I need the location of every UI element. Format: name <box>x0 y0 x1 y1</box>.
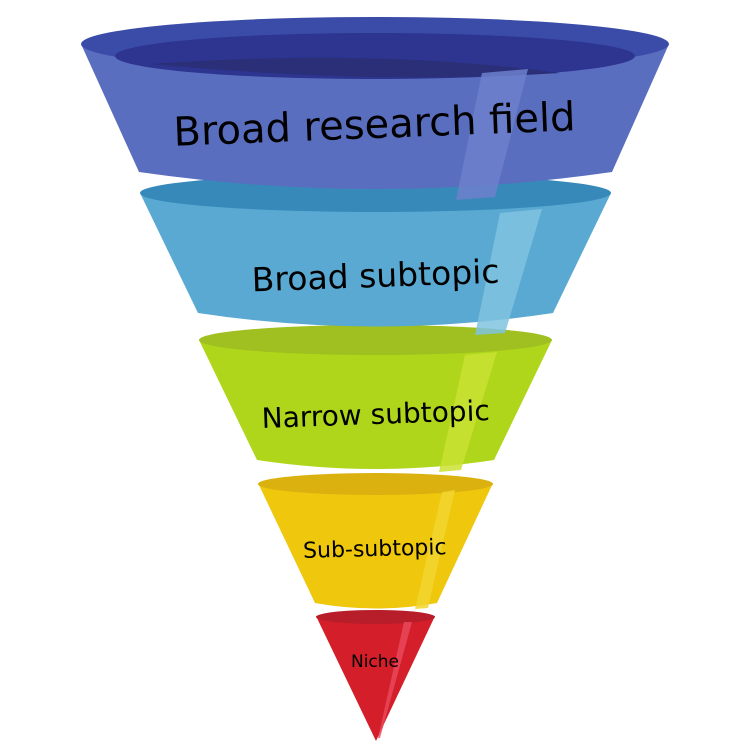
broad-field-inner-deep <box>150 57 560 78</box>
broad-subtopic-label: Broad subtopic <box>251 252 500 300</box>
niche-cone-rim <box>316 610 435 624</box>
niche-cone-body <box>316 616 435 741</box>
funnel-level-broad-research-field: Broad research field <box>81 17 669 200</box>
broad-subtopic-shine <box>475 209 542 335</box>
funnel-level-niche: Niche <box>316 610 435 741</box>
narrow-subtopic-shine <box>439 352 497 472</box>
funnel-level-narrow-subtopic: Narrow subtopic <box>199 325 552 472</box>
narrow-subtopic-label: Narrow subtopic <box>261 394 490 435</box>
broad-field-shine <box>456 69 528 200</box>
sub-subtopic-shine <box>415 490 455 609</box>
niche-shine <box>378 622 412 738</box>
sub-subtopic-label: Sub-subtopic <box>303 535 447 564</box>
niche-label: Niche <box>351 652 399 672</box>
funnel-level-broad-subtopic: Broad subtopic <box>140 174 611 335</box>
sub-subtopic-rim <box>258 473 493 495</box>
narrow-subtopic-rim <box>199 325 552 355</box>
funnel-level-sub-subtopic: Sub-subtopic <box>258 473 493 609</box>
